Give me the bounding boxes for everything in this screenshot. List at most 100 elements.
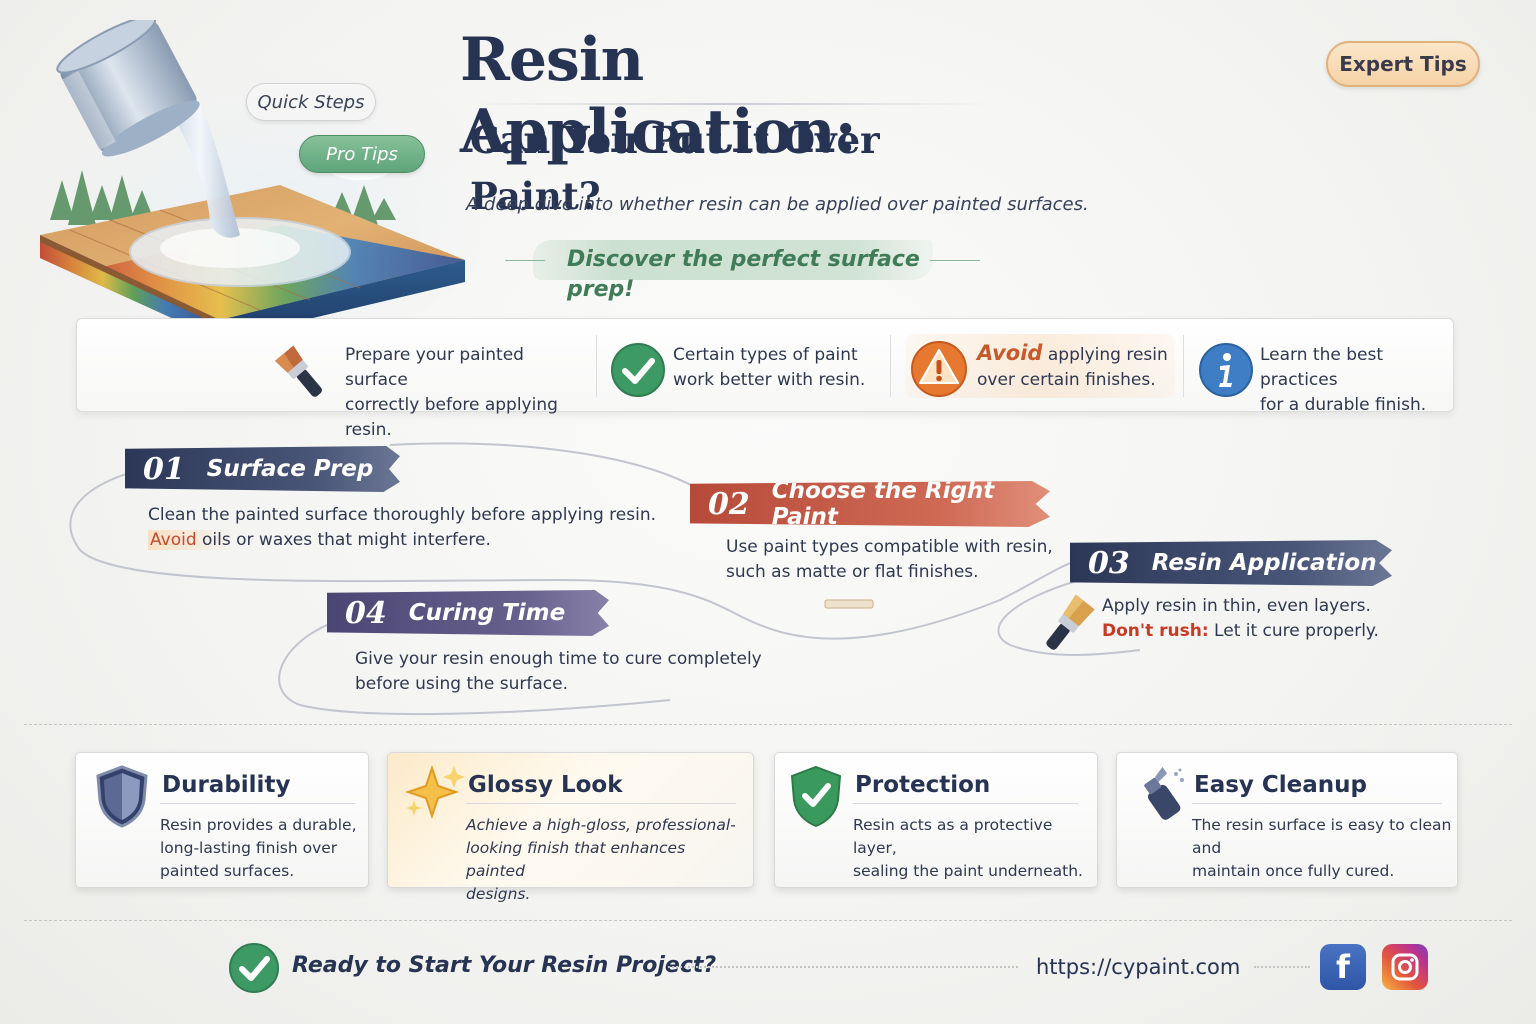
feature-description: Resin acts as a protective layer, sealin… (853, 814, 1093, 883)
step-title: Curing Time (408, 600, 566, 626)
discover-text: Discover the perfect surface prep! (567, 247, 920, 302)
step-03-description: Apply resin in thin, even layers. Don't … (1102, 594, 1402, 644)
step-line: before using the surface. (355, 674, 568, 694)
info-line-rest: applying resin (1042, 345, 1168, 365)
page-tagline: A deep dive into whether resin can be ap… (466, 194, 1089, 215)
info-line: for a durable finish. (1260, 395, 1427, 415)
feature-line: designs. (466, 885, 531, 903)
page-title: Resin Application: (460, 25, 857, 167)
feature-line: looking finish that enhances painted (466, 839, 686, 880)
step-line: such as matte or flat finishes. (726, 562, 979, 582)
step-02-banner: 02 Choose the Right Paint (690, 481, 1050, 527)
info-line: Prepare your painted surface (345, 345, 524, 390)
discover-banner: Discover the perfect surface prep! (505, 236, 985, 302)
feature-title: Glossy Look (468, 772, 623, 798)
section-divider (24, 920, 1512, 921)
page-subtitle: Can You Put It Over Paint? (470, 118, 880, 218)
info-line: over certain finishes. (977, 370, 1156, 390)
strip-divider (890, 335, 891, 397)
paintbrush-icon (275, 345, 322, 397)
step-line: Don't rush: Let it cure properly. (1102, 619, 1402, 644)
step-title: Surface Prep (206, 456, 374, 482)
step-line-rest: Let it cure properly. (1208, 621, 1379, 641)
card-rule (1192, 803, 1442, 804)
step-number: 01 (143, 451, 185, 487)
info-line: Avoid applying resin (977, 341, 1177, 368)
step-number: 02 (708, 486, 750, 522)
feature-line: painted surfaces. (160, 862, 295, 880)
expert-tips-badge: Expert Tips (1326, 41, 1480, 87)
shield-icon (96, 765, 148, 828)
step-line: Clean the painted surface thoroughly bef… (148, 505, 657, 525)
footer-dots (668, 966, 1018, 968)
feature-title: Protection (855, 772, 991, 798)
checkmark-icon (611, 343, 665, 397)
avoid-highlight: Avoid (977, 341, 1043, 365)
discover-line-right (930, 260, 980, 261)
step-number: 04 (345, 595, 387, 631)
step-title: Resin Application (1151, 550, 1377, 576)
step-03-banner: 03 Resin Application (1070, 540, 1392, 586)
discover-line-left (505, 260, 545, 261)
card-rule (853, 803, 1078, 804)
section-divider (24, 724, 1512, 725)
feature-title: Durability (162, 772, 291, 798)
feature-line: Resin acts as a protective layer, (853, 816, 1053, 857)
pro-tips-badge: Pro Tips (299, 135, 425, 173)
feature-line: Resin provides a durable, (160, 816, 357, 834)
resin-pour-illustration (30, 20, 480, 340)
cleaning-spray-icon (1144, 766, 1184, 820)
info-item-best-practices: Learn the best practices for a durable f… (1260, 343, 1450, 418)
feature-title: Easy Cleanup (1194, 772, 1368, 798)
sparkle-icon (404, 764, 465, 820)
step-01-banner: 01 Surface Prep (125, 446, 400, 492)
info-line: work better with resin. (673, 370, 866, 390)
quick-steps-badge: Quick Steps (246, 83, 376, 121)
info-line: Certain types of paint (673, 345, 858, 365)
shield-check-icon (790, 765, 842, 828)
card-rule (466, 803, 736, 804)
feature-line: sealing the paint underneath. (853, 862, 1083, 880)
info-line: correctly before applying resin. (345, 395, 558, 440)
feature-description: Resin provides a durable, long-lasting f… (160, 814, 360, 883)
info-item-avoid: Avoid applying resin over certain finish… (977, 341, 1177, 393)
strip-divider (1183, 335, 1184, 397)
step-04-description: Give your resin enough time to cure comp… (355, 647, 775, 697)
card-rule (160, 803, 355, 804)
step-number: 03 (1088, 545, 1130, 581)
feature-line: The resin surface is easy to clean and (1192, 816, 1452, 857)
website-link[interactable]: https://cypaint.com (1036, 955, 1241, 979)
info-item-prepare: Prepare your painted surface correctly b… (345, 343, 590, 443)
step-line: Give your resin enough time to cure comp… (355, 649, 762, 669)
feature-description: The resin surface is easy to clean and m… (1192, 814, 1454, 883)
feature-card-cleanup (1116, 752, 1458, 888)
dont-rush-highlight: Don't rush: (1102, 621, 1209, 641)
instagram-icon[interactable] (1382, 944, 1428, 990)
info-line: Learn the best practices (1260, 345, 1383, 390)
discover-brush-stroke (533, 240, 933, 280)
facebook-icon[interactable]: f (1320, 944, 1366, 990)
step-line-rest: oils or waxes that might interfere. (196, 530, 491, 550)
feature-card-glossy (387, 752, 754, 888)
instagram-glyph (1391, 953, 1419, 981)
feature-description: Achieve a high-gloss, professional- look… (466, 814, 748, 906)
checkmark-icon (229, 943, 279, 993)
info-item-paint-types: Certain types of paint work better with … (673, 343, 883, 393)
step-01-description: Clean the painted surface thoroughly bef… (148, 503, 668, 553)
feature-line: Achieve a high-gloss, professional- (466, 816, 736, 834)
avoid-highlight: Avoid (148, 530, 237, 550)
step-02-description: Use paint types compatible with resin, s… (726, 535, 1056, 585)
paintbrush-icon (1046, 594, 1095, 650)
info-icon (1199, 343, 1253, 397)
strip-divider (596, 335, 597, 397)
step-line: Apply resin in thin, even layers. (1102, 596, 1371, 616)
call-to-action: Ready to Start Your Resin Project? (292, 953, 717, 978)
step-line: Use paint types compatible with resin, (726, 537, 1053, 557)
step-line: Avoid oils or waxes that might interfere… (148, 528, 668, 553)
feature-line: long-lasting finish over (160, 839, 338, 857)
footer-dots (1254, 966, 1310, 968)
title-underline (470, 103, 990, 105)
step-flow-lines (69, 442, 1141, 716)
warning-icon (911, 341, 967, 397)
feature-line: maintain once fully cured. (1192, 862, 1395, 880)
